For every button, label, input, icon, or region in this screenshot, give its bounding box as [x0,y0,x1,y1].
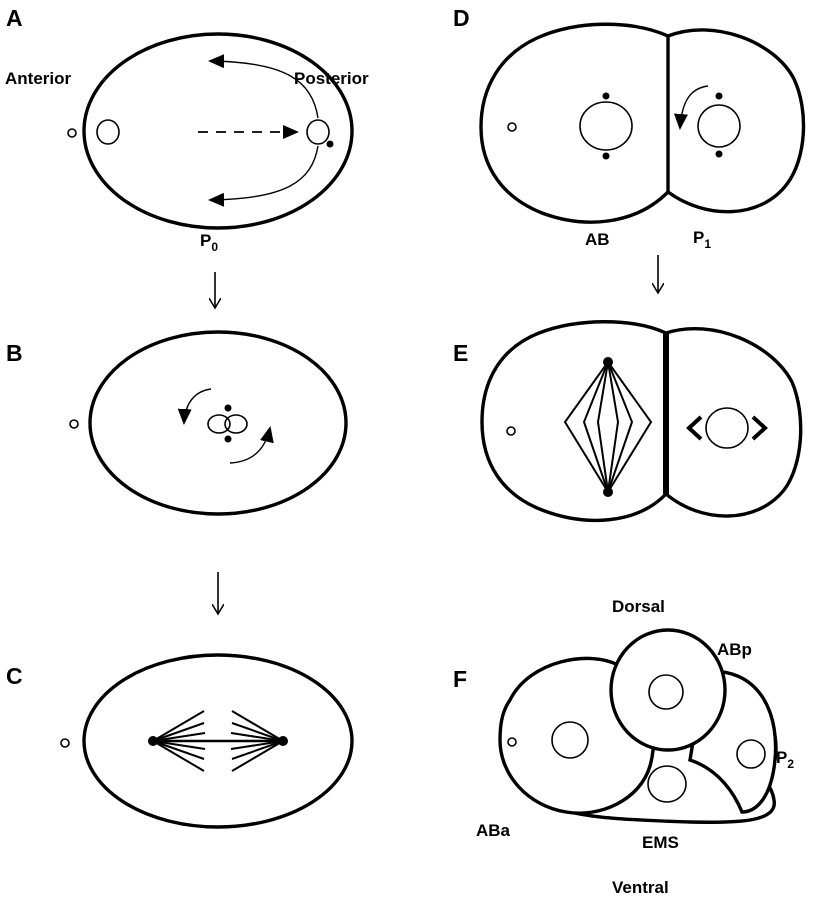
rotation-arrow-top [184,389,211,423]
polar-body [61,739,69,747]
p1-cell-label: P1 [693,228,711,251]
ab-centrosome-bottom [603,153,610,160]
polar-body [508,738,516,746]
abp-dorsal-cell [611,630,725,750]
panel-e-label: E [453,340,468,366]
dorsal-label: Dorsal [612,597,665,616]
p1-rotation-arrow [680,86,708,128]
polar-body [508,123,516,131]
ventral-label: Ventral [612,878,669,897]
ems-label: EMS [642,833,679,852]
panel-a: A Anterior Posterior P0 [5,5,369,254]
centrosome-bottom [225,436,232,443]
panel-e: E [453,322,801,521]
anterior-label: Anterior [5,69,72,88]
ab-cell-label: AB [585,230,610,249]
centrosome-top [225,405,232,412]
ab-spindle [565,357,651,497]
panel-b: B [6,332,346,514]
spindle-pole-posterior [278,736,288,746]
maternal-pronucleus [97,120,119,144]
polar-body [70,420,78,428]
pronucleus-right [225,415,247,433]
p1-nucleus [706,408,748,448]
panel-f: F Dorsal ABp P2 ABa EMS Ventral [453,597,794,897]
p1-nucleus [698,105,740,147]
panel-c-label: C [6,663,23,689]
p0-embryo-outline [84,34,352,228]
mitotic-spindle [148,711,288,771]
ab-spindle-pole-bottom [603,487,613,497]
p1-centrosome-right [753,417,765,439]
panel-d: D AB P1 [453,5,804,251]
panel-b-label: B [6,340,23,366]
polar-body [68,129,76,137]
p2-label: P2 [776,748,794,771]
centrosome-dot [327,141,334,148]
panel-a-label: A [6,5,23,31]
ab-nucleus [580,102,632,150]
two-cell-embryo-outline [481,24,804,222]
p1-centrosome-top [716,93,723,100]
spindle-pole-anterior [148,736,158,746]
pronucleus-left [208,415,230,433]
p1-centrosome-bottom [716,151,723,158]
p1-centrosome-left [689,417,701,439]
panel-c: C [6,655,352,827]
two-cell-embryo-outline [482,322,801,521]
abp-label: ABp [717,640,752,659]
panel-d-label: D [453,5,470,31]
ab-centrosome-top [603,93,610,100]
panel-f-label: F [453,666,467,692]
ab-spindle-pole-top [603,357,613,367]
cortical-flow-arrow-bottom [210,146,318,200]
embryo-b-outline [90,332,346,514]
paternal-pronucleus [307,120,329,144]
p0-cell-label: P0 [200,231,218,254]
polar-body [507,427,515,435]
aba-label: ABa [476,821,511,840]
